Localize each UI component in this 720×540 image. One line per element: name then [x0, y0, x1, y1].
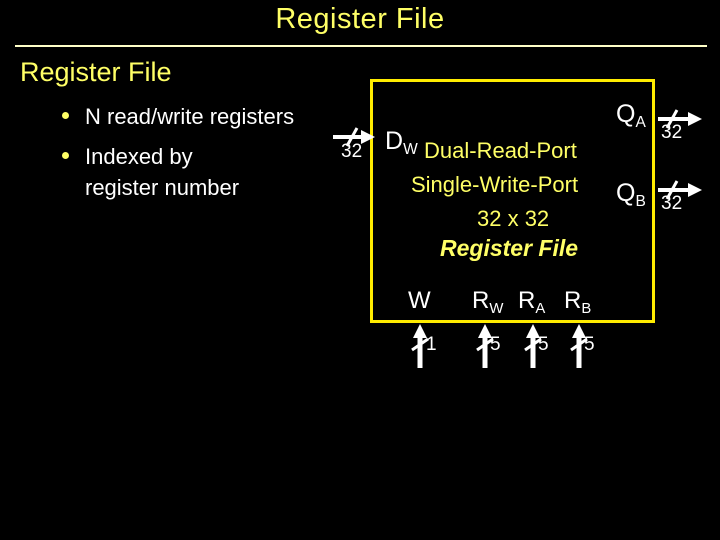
bus-width-w: 1 — [426, 334, 437, 355]
bullet-text: register number — [85, 175, 240, 200]
bus-width-qa: 32 — [661, 122, 683, 143]
box-line-size: 32 x 32 — [477, 206, 550, 231]
port-label-dw: DW — [385, 127, 418, 159]
bus-width-ra: 5 — [538, 334, 549, 355]
title-divider — [15, 45, 707, 47]
slide-title: Register File — [275, 3, 445, 35]
bus-width-rw: 5 — [490, 334, 501, 355]
bullet-text: Indexed by — [85, 144, 193, 169]
port-label-w: W — [408, 287, 431, 317]
port-label-ra: RA — [518, 287, 545, 317]
port-base: D — [385, 127, 404, 155]
port-label-qb: QB — [616, 179, 646, 211]
bullet-dot — [62, 152, 69, 159]
port-label-rw: RW — [472, 287, 503, 317]
port-subscript: A — [535, 300, 546, 317]
bus-width-din: 32 — [341, 141, 363, 162]
port-subscript: B — [635, 192, 646, 210]
port-base: R — [518, 287, 536, 314]
bullet-dot — [62, 112, 69, 119]
port-subscript: W — [489, 300, 504, 317]
port-base: Q — [616, 100, 636, 128]
port-label-qa: QA — [616, 100, 646, 132]
box-line-dual-read-port: Dual-Read-Port — [424, 138, 577, 163]
register-file-box — [370, 79, 655, 323]
bullet-item: Indexed by register number — [62, 141, 294, 203]
box-line-single-write-port: Single-Write-Port — [411, 172, 579, 197]
port-base: R — [472, 287, 490, 314]
port-base: W — [408, 287, 431, 314]
port-subscript: B — [581, 300, 592, 317]
port-subscript: W — [403, 140, 418, 158]
bus-width-rb: 5 — [584, 334, 595, 355]
section-heading: Register File — [20, 57, 172, 87]
port-base: R — [564, 287, 582, 314]
bullet-item: N read/write registers — [62, 101, 294, 132]
bullet-list: N read/write registers Indexed by regist… — [62, 101, 294, 212]
port-label-rb: RB — [564, 287, 591, 317]
bus-width-qb: 32 — [661, 193, 683, 214]
port-subscript: A — [635, 113, 646, 131]
box-line-register-file: Register File — [440, 235, 579, 261]
port-base: Q — [616, 179, 636, 207]
bullet-text: N read/write registers — [85, 104, 295, 129]
